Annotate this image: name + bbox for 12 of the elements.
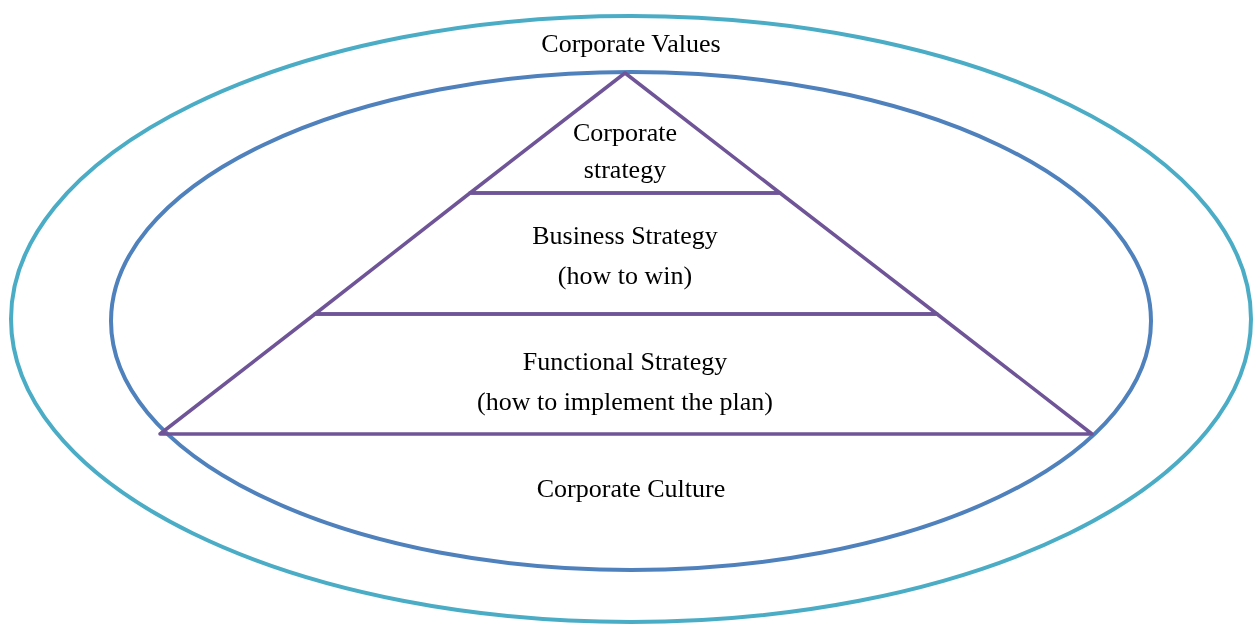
pyramid-base-tier bbox=[160, 314, 1092, 434]
tier-label: Business Strategy bbox=[531, 220, 719, 252]
tier-label: (how to implement the plan) bbox=[475, 386, 774, 418]
tier-label: Functional Strategy bbox=[521, 346, 729, 378]
pyramid-middle-tier bbox=[315, 193, 937, 314]
tier-label: (how to win) bbox=[556, 260, 694, 292]
pyramid-top-tier bbox=[470, 73, 780, 193]
outer-ellipse bbox=[11, 16, 1251, 622]
tier-label: Corporate strategy bbox=[572, 117, 678, 186]
inner-ellipse bbox=[111, 72, 1151, 570]
tier-label: Corporate Values bbox=[540, 28, 722, 60]
tier-label: Corporate Culture bbox=[535, 473, 727, 505]
